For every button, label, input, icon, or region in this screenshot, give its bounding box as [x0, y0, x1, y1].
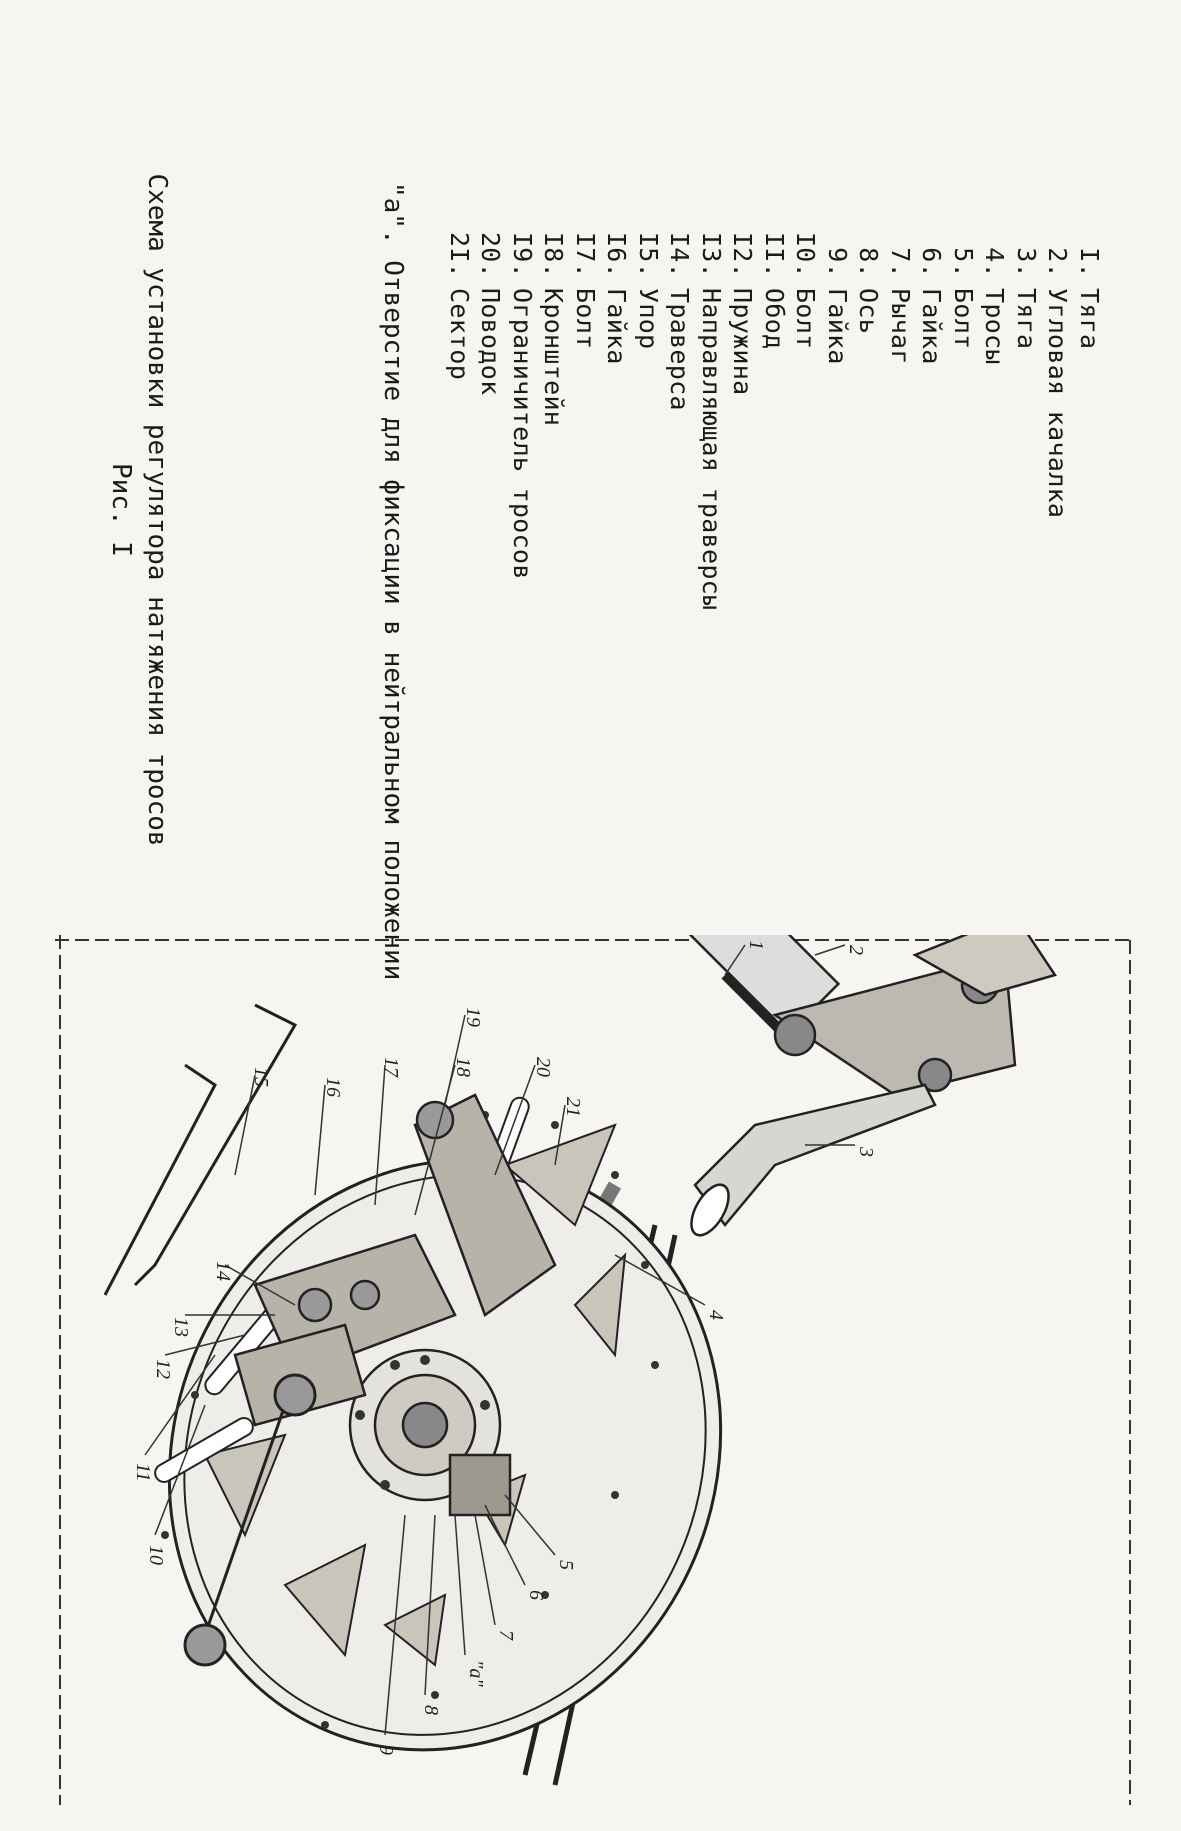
legend-number: 7.: [886, 247, 915, 278]
callout-label: 16: [322, 1077, 344, 1097]
callout-label: 1: [745, 940, 767, 950]
callout-label: 15: [250, 1067, 272, 1087]
legend-number: 9.: [823, 247, 852, 278]
lever-assembly: [233, 1093, 557, 1517]
legend-number: 5.: [949, 247, 978, 278]
dashed-frame: [55, 935, 1131, 1805]
legend-number: I6.: [602, 231, 632, 278]
legend-label: Поводок: [476, 288, 506, 396]
callout-label: "а": [465, 1660, 487, 1687]
legend-number: II.: [760, 231, 789, 278]
legend-label: Пружина: [728, 288, 758, 396]
callout-label: 20: [532, 1057, 554, 1077]
legend-label: Обод: [760, 288, 789, 350]
legend-label: Кронштейн: [539, 288, 569, 427]
callout-label: 12: [152, 1359, 174, 1379]
callout-label: 14: [212, 1261, 234, 1281]
legend-label: Рычаг: [886, 288, 915, 365]
legend-label: Болт: [571, 288, 600, 350]
tie-rod-3: [690, 1083, 937, 1237]
legend-number: I7.: [571, 231, 600, 278]
caption-title: Схема установки регулятора натяжения тро…: [142, 173, 172, 847]
legend-number: I2.: [728, 231, 758, 278]
legend-label: Тросы: [980, 288, 1010, 365]
callout-label: 13: [170, 1317, 192, 1337]
legend-label: Угловая качалка: [1043, 288, 1073, 519]
bell-crank-2: [771, 913, 1057, 1097]
figure-caption: Схема установки регулятора натяжения тро…: [103, 60, 175, 960]
legend-number: 2I.: [445, 231, 474, 278]
callout-label: 19: [462, 1007, 484, 1027]
legend-number: I0.: [791, 231, 821, 278]
legend-number: I4.: [665, 231, 695, 278]
callout-label: 10: [145, 1545, 167, 1565]
legend-number: I3.: [697, 231, 726, 278]
legend-number: I.: [1075, 247, 1104, 278]
callout-label: 4: [705, 1310, 727, 1320]
callout-label: 11: [132, 1463, 154, 1482]
hub-assembly: [348, 1348, 502, 1502]
legend-label: Сектор: [445, 288, 474, 381]
legend-label: Тяга: [1075, 288, 1104, 350]
callout-label: 5: [555, 1560, 577, 1570]
legend-label: Направляющая траверсы: [697, 288, 726, 611]
legend-label: Тяга: [1012, 288, 1041, 350]
legend-number: 6.: [917, 247, 947, 278]
legend-label: Упор: [634, 288, 663, 350]
legend-label: Болт: [949, 288, 978, 350]
callout-label: 9: [375, 1745, 397, 1755]
callout-label: 7: [495, 1630, 517, 1641]
callout-label: 3: [855, 1146, 877, 1157]
legend-number: I5.: [634, 231, 663, 278]
legend-label: Гайка: [917, 288, 947, 365]
caption-figure-number: Рис. I: [106, 463, 136, 557]
legend-label: Гайка: [602, 288, 632, 365]
stop-bracket-15: [103, 1003, 298, 1296]
callout-label: 8: [420, 1705, 442, 1715]
callout-label: 18: [452, 1057, 474, 1077]
legend-label: Траверса: [665, 288, 695, 411]
legend-label: Болт: [791, 288, 821, 350]
callout-label: 17: [380, 1057, 402, 1078]
legend-number: I9.: [508, 231, 537, 278]
legend-number: 20.: [476, 231, 506, 278]
legend-number: 4.: [980, 247, 1010, 278]
callout-label: 21: [562, 1097, 584, 1117]
legend-number: I8.: [539, 231, 569, 278]
legend-number: 2.: [1043, 247, 1073, 278]
legend-number: 3.: [1012, 247, 1041, 278]
callout-label: 2: [845, 945, 867, 955]
spring-rod-12: [183, 1373, 317, 1667]
callout-label: 6: [525, 1590, 547, 1600]
legend-number: 8.: [854, 247, 884, 278]
legend-label: Ось: [854, 288, 884, 335]
leader-lines: [144, 944, 855, 1736]
legend-label: Гайка: [823, 288, 852, 365]
legend-label: Ограничитель тросов: [508, 288, 537, 580]
